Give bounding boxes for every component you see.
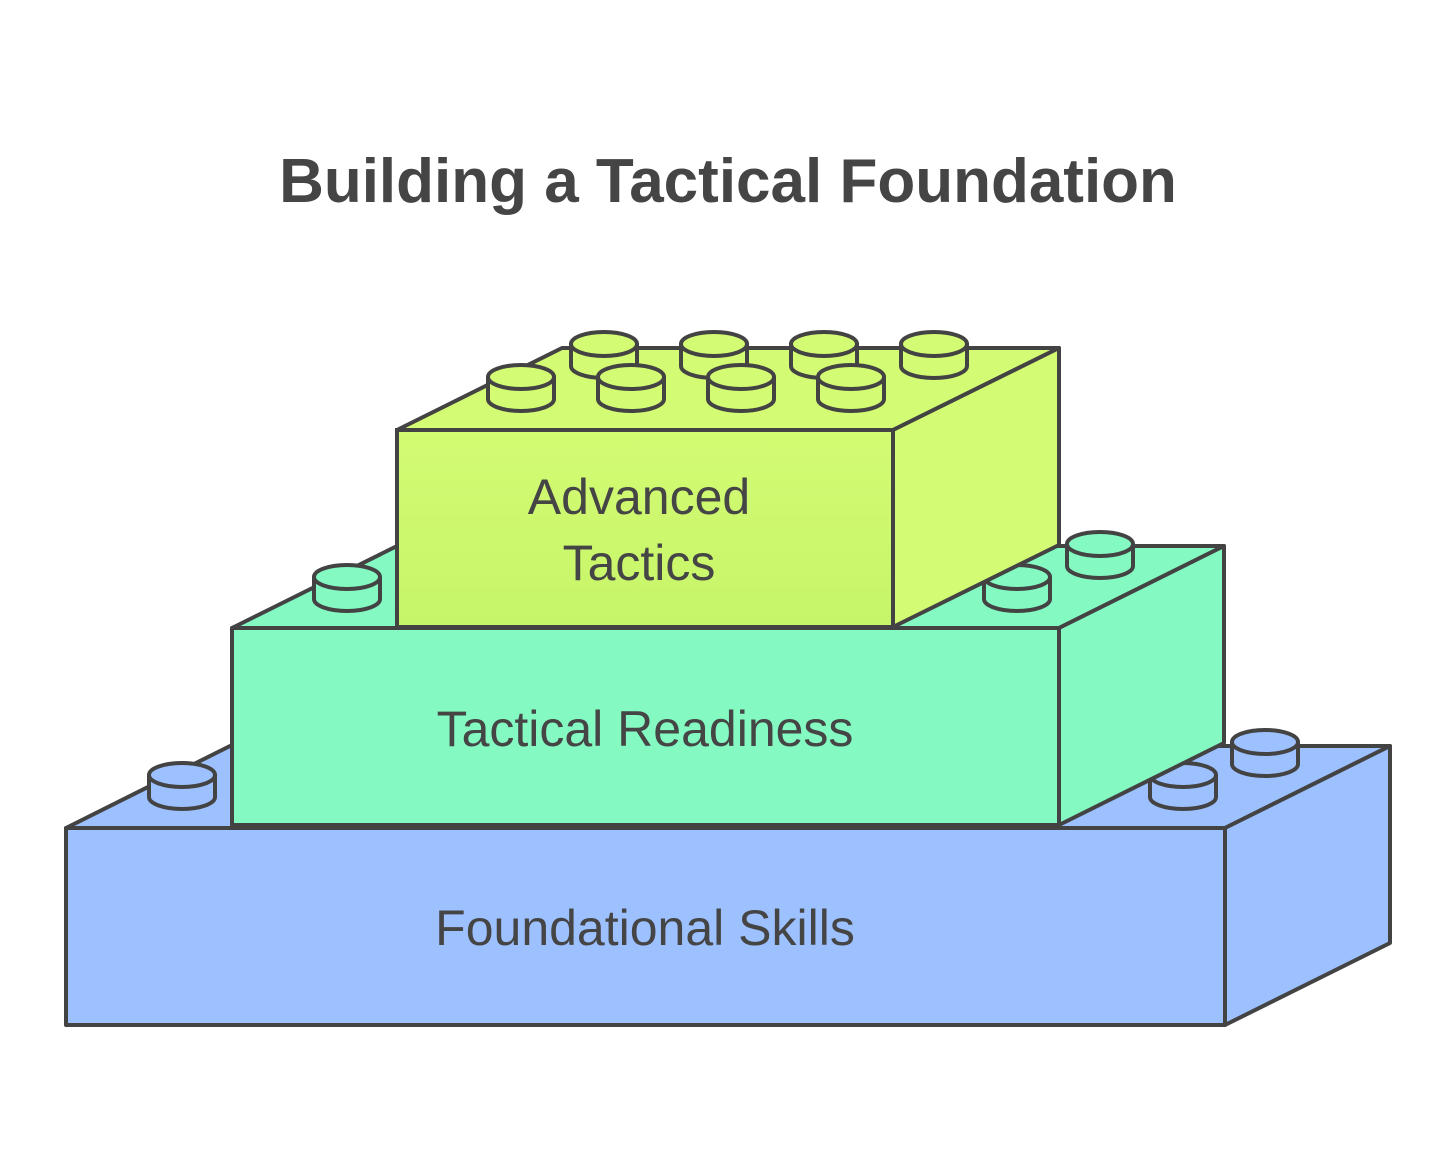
- page-title: Building a Tactical Foundation: [279, 147, 1177, 216]
- foundational-skills-label: Foundational Skills: [435, 900, 855, 956]
- readiness-stud: [1065, 530, 1135, 580]
- block-label-line: Foundational Skills: [435, 900, 855, 956]
- foundational-stud: [1230, 728, 1300, 778]
- advanced-stud: [706, 363, 776, 413]
- foundational-stud: [147, 761, 217, 811]
- readiness-stud: [312, 563, 382, 613]
- block-label-line: Tactics: [563, 535, 716, 591]
- advanced-stud: [816, 363, 886, 413]
- block-label-line: Tactical Readiness: [437, 701, 854, 757]
- advanced-stud: [899, 330, 969, 380]
- advanced-stud: [486, 363, 556, 413]
- block-label-line: Advanced: [528, 469, 750, 525]
- readiness-block-front: [230, 626, 1061, 827]
- advanced-stud: [789, 330, 859, 380]
- foundational-block-front: [64, 826, 1227, 1027]
- tactical-readiness-label: Tactical Readiness: [437, 701, 854, 757]
- advanced-block-front: [395, 428, 895, 629]
- advanced-stud: [596, 363, 666, 413]
